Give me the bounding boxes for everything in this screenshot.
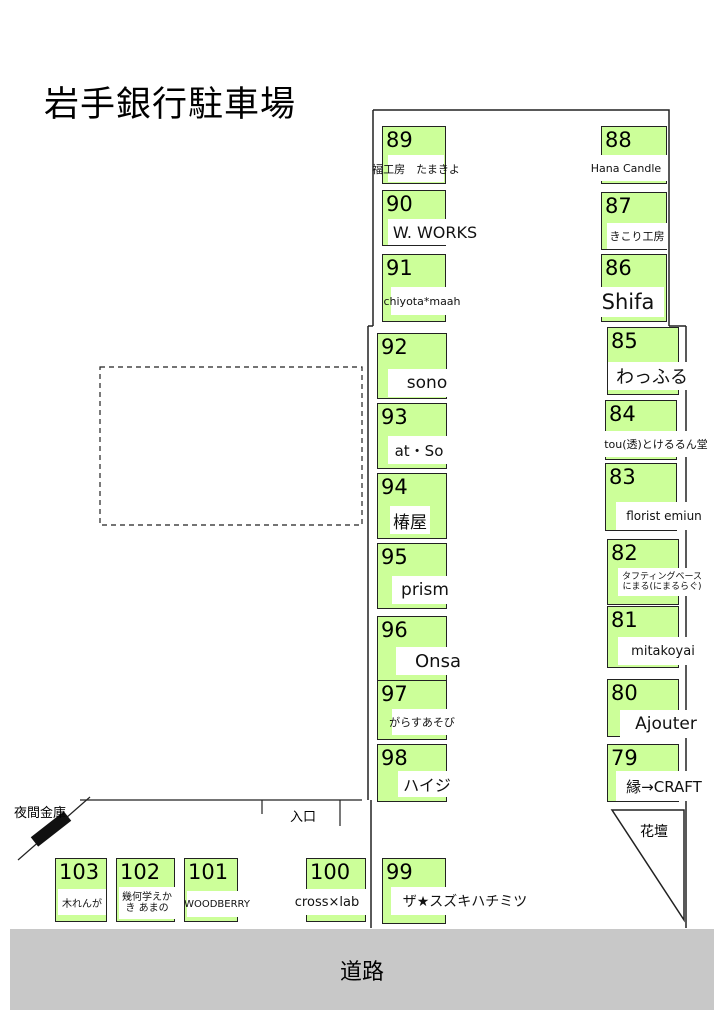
booth-number: 93 [381,405,408,429]
booth-number: 80 [611,681,638,705]
booth-number: 96 [381,618,408,642]
booth-number: 103 [59,860,100,884]
booth-number: 97 [381,682,408,706]
booth-95: 95 prism [377,543,458,609]
booth-name: わっふる [608,362,696,390]
booth-90: 90 W. WORKS [382,190,482,246]
booth-100: 100 cross×lab [287,858,367,922]
booth-number: 81 [611,608,638,632]
booth-number: 100 [310,860,351,884]
booth-103: 103 木れんが [55,858,107,922]
booth-87: 87 きこり工房 [601,192,667,250]
booth-name: 椿屋 [390,506,430,534]
booth-name: sono [388,369,466,397]
booth-name: 幾何学えかき あまの [119,887,175,919]
booth-name: 縁→CRAFT [616,771,712,801]
booth-94: 94 椿屋 [377,473,447,539]
booth-81: 81 mitakoyai [607,606,708,668]
map-title: 岩手銀行駐車場 [44,85,297,125]
booth-name: タフティングベース にまる(にまるらぐ) [618,568,706,596]
booth-number: 91 [386,256,413,280]
booth-number: 102 [120,860,161,884]
booth-name: ザ★スズキハチミツ [391,887,539,915]
booth-name: Shifa [592,287,664,317]
booth-name: florist emiun [616,502,712,530]
booth-name: ハイジ [398,771,456,797]
booth-name: W. WORKS [388,219,482,245]
booth-name: Onsa [396,647,480,675]
booth-name: 福工房 たまきよ [372,155,460,182]
booth-89: 89 福工房 たまきよ [372,126,460,184]
booth-number: 83 [609,465,636,489]
booth-number: 86 [605,256,632,280]
booth-99: 99 ザ★スズキハチミツ [382,858,539,924]
booth-97: 97 がらすあそび [377,680,455,740]
booth-number: 98 [381,746,408,770]
booth-number: 101 [188,860,229,884]
booth-number: 99 [386,860,413,884]
booth-name: mitakoyai [618,637,708,665]
booth-name: at・So [388,436,450,464]
night-safe-label: 夜間金庫 [14,806,67,821]
booth-name: Ajouter [620,710,712,738]
booth-number: 85 [611,329,638,353]
booth-82: 82 タフティングベース にまる(にまるらぐ) [607,539,706,605]
booth-102: 102 幾何学えかき あまの [116,858,175,922]
booth-number: 88 [605,128,632,152]
booth-number: 95 [381,545,408,569]
booth-93: 93 at・So [377,403,450,469]
booth-number: 89 [386,128,413,152]
booth-number: 82 [611,541,638,565]
booth-name: cross×lab [287,889,367,915]
road-label: 道路 [339,959,384,985]
booth-number: 92 [381,335,408,359]
booth-92: 92 sono [377,333,466,399]
booth-number: 90 [386,192,413,216]
booth-number: 87 [605,194,632,218]
booth-name: きこり工房 [607,223,667,249]
entrance-label: 入口 [290,810,317,825]
booth-number: 79 [611,746,638,770]
booth-83: 83 florist emiun [605,463,712,531]
booth-91: 91 chiyota*maah [382,254,461,322]
road: 道路 [10,929,714,1010]
booth-name: prism [392,576,458,604]
booth-84: 84 tou(透)とけるるん堂 [604,400,708,460]
booth-name: WOODBERRY [184,891,250,917]
booth-85: 85 わっふる [607,327,696,395]
booth-name: がらすあそび [389,709,455,735]
booth-number: 94 [381,475,408,499]
booth-number: 84 [609,402,636,426]
flower-bed-label: 花壇 [640,824,668,840]
booth-name: 木れんが [58,889,106,915]
booth-name: chiyota*maah [383,287,461,315]
booth-name: tou(透)とけるるん堂 [604,431,708,457]
booth-name: Hana Candle [584,155,668,181]
